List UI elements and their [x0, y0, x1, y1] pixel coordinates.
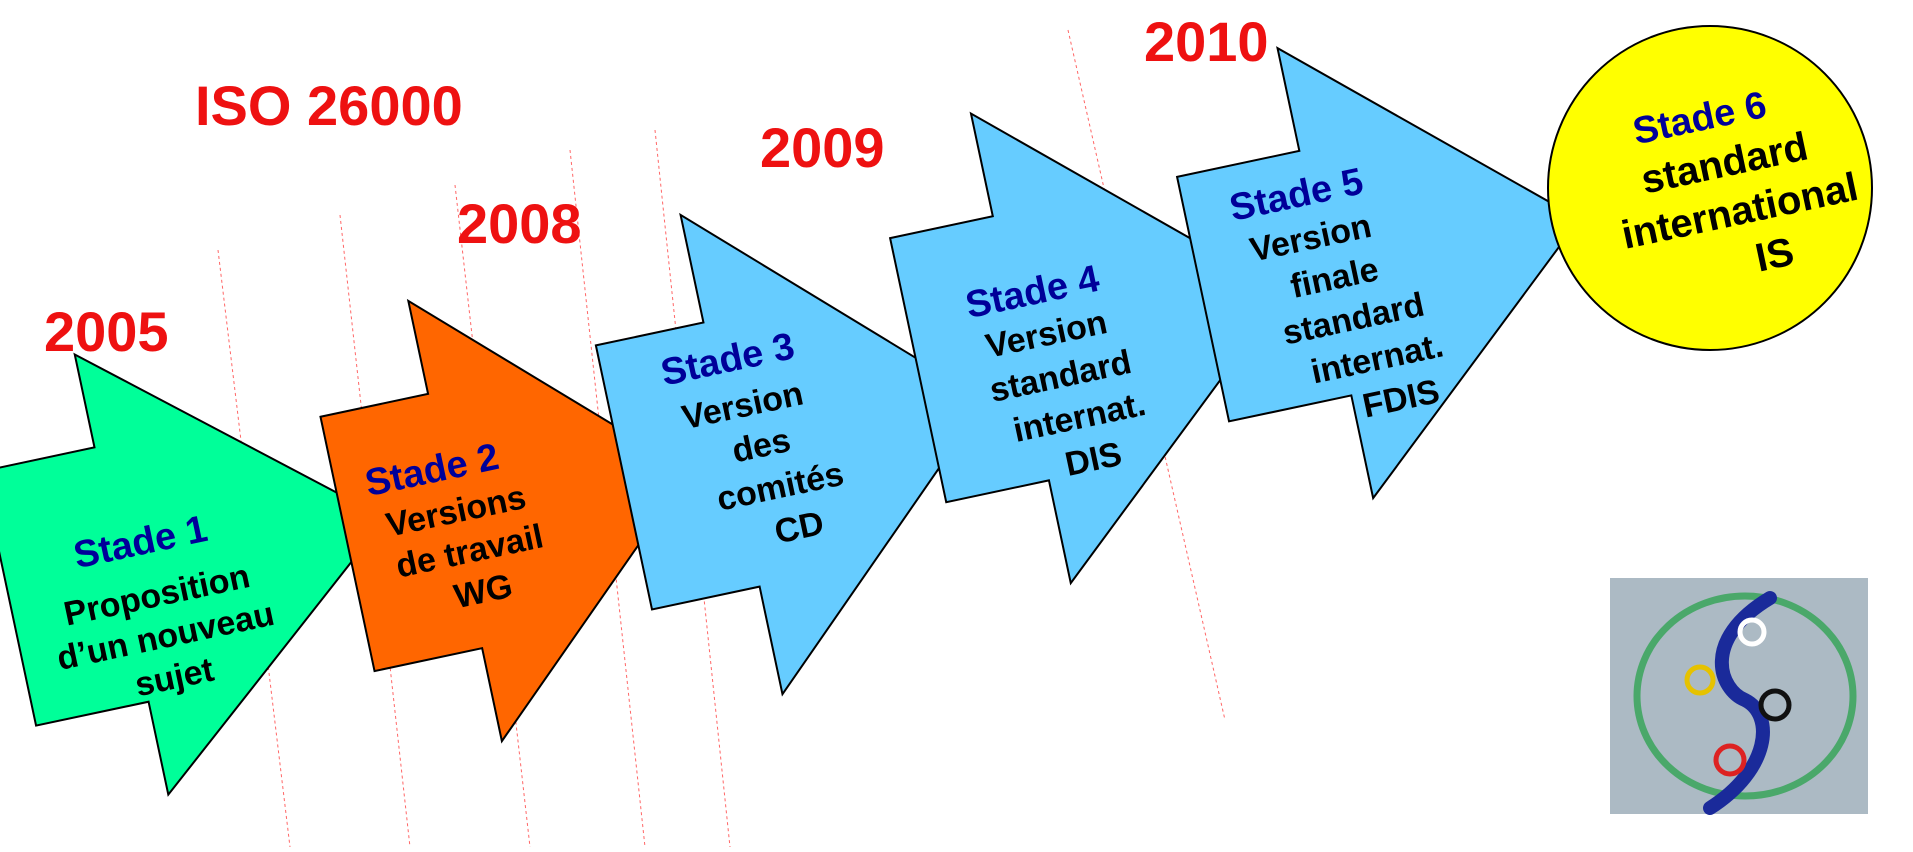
logo-green-ring	[1633, 592, 1857, 800]
stage-2-arrow	[319, 298, 692, 744]
iso-26000-title: ISO 26000	[195, 74, 463, 137]
guide-line	[339, 214, 411, 848]
stage-1-arrow	[0, 352, 388, 797]
stage-4-shape	[888, 111, 1287, 586]
stage-6-line-3: IS	[1752, 230, 1798, 281]
stage-3-arrow	[594, 212, 988, 697]
stage-3-shape	[594, 212, 988, 697]
year-2008: 2008	[457, 192, 582, 255]
stage-4-arrow	[888, 111, 1287, 586]
stage-5-shape	[1175, 46, 1582, 501]
logo-black-ring	[1758, 688, 1792, 722]
logo-yellow-ring	[1684, 664, 1716, 696]
stage-2-text: Stade 2 Versions de travail WG	[362, 436, 547, 616]
iso-26000-logo-icon	[1610, 578, 1868, 815]
stage-1-shape	[0, 352, 388, 797]
stage-6-circle	[1547, 25, 1873, 351]
guide-line	[1067, 29, 1226, 721]
year-2005: 2005	[44, 300, 169, 363]
logo-red-ring	[1713, 743, 1747, 777]
logo-blue-swirl	[1703, 591, 1777, 815]
logo-white-ring	[1737, 617, 1767, 647]
stage-5-arrow	[1175, 46, 1582, 501]
stage-2-shape	[319, 298, 692, 744]
year-2010: 2010	[1144, 10, 1269, 73]
year-2009: 2009	[760, 116, 885, 179]
